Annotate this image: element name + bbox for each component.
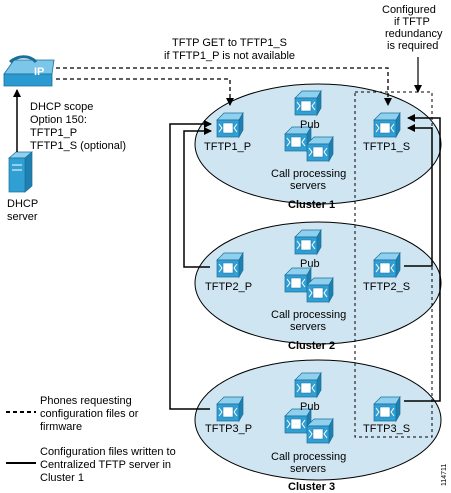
tftp3-p-link	[169, 120, 212, 410]
tftp-get-label-2: if TFTP1_P is not available	[164, 50, 295, 62]
cluster-2-cp-label-1: Call processing	[271, 309, 346, 321]
phone-to-tftp1-s-dashed-arrow	[56, 67, 392, 106]
cluster-2-pub-label: Pub	[300, 258, 320, 270]
cp2-server-b	[306, 277, 334, 303]
pub3-server	[294, 372, 322, 398]
cluster-1-name: Cluster 1	[288, 199, 335, 211]
tftp1-s-server	[373, 112, 401, 138]
tftp2-s-server	[373, 252, 401, 278]
tftp-get-label-1: TFTP GET to TFTP1_S	[172, 37, 287, 49]
cluster-2-primary-label: TFTP2_P	[205, 281, 252, 293]
cluster-3-primary-label: TFTP3_P	[205, 423, 252, 435]
dhcp-server-icon	[8, 151, 33, 193]
legend-dashed-label-2: configuration files or	[40, 408, 139, 420]
legend-solid-label-2: Centralized TFTP server in	[40, 459, 171, 471]
configured-label-1: Configured	[382, 4, 436, 16]
ip-phone-icon: IP	[3, 55, 55, 87]
cluster-3-cp-label-2: servers	[290, 463, 327, 475]
cluster-1-cp-label-2: servers	[290, 180, 327, 192]
dhcp-server-label-2: server	[7, 211, 38, 223]
phone-ip-label: IP	[34, 66, 44, 78]
tftp3-s-link	[404, 114, 441, 402]
cluster-2-secondary-label: TFTP2_S	[363, 281, 410, 293]
tftp2-p-server	[216, 252, 244, 278]
redundancy-box	[354, 91, 433, 438]
configured-label-2: if TFTP	[394, 16, 430, 28]
configured-label-3: redundancy	[385, 28, 443, 40]
phone-to-tftp1-p-dashed-arrow	[56, 78, 234, 106]
cluster-1-primary-label: TFTP1_P	[204, 141, 251, 153]
tftp1-p-server	[216, 112, 244, 138]
legend-solid-label-3: Cluster 1	[40, 472, 84, 484]
legend-dashed-label-3: firmware	[40, 421, 82, 433]
dhcp-scope-label-1: DHCP scope	[30, 101, 93, 113]
pub1-server	[294, 90, 322, 116]
cluster-1-pub-label: Pub	[300, 119, 320, 131]
figure-number: 114711	[441, 464, 448, 486]
cluster-3-pub-label: Pub	[300, 401, 320, 413]
cluster-1-secondary-label: TFTP1_S	[363, 141, 410, 153]
dhcp-scope-label-2: Option 150:	[30, 114, 87, 126]
dhcp-scope-label-4: TFTP1_S (optional)	[30, 140, 126, 152]
legend-dashed-label-1: Phones requesting	[40, 395, 132, 407]
tftp3-s-server	[373, 396, 401, 422]
legend-solid-label-1: Configuration files written to	[40, 446, 176, 458]
cluster-2-name: Cluster 2	[288, 340, 335, 352]
cp1-server-b	[306, 136, 334, 162]
dhcp-server-label-1: DHCP	[7, 198, 38, 210]
cluster-3-secondary-label: TFTP3_S	[363, 423, 410, 435]
tftp2-s-link	[404, 124, 433, 267]
pub2-server	[294, 229, 322, 255]
tftp3-p-server	[216, 396, 244, 422]
configured-label-4: is required	[387, 40, 438, 52]
cluster-2-cp-label-2: servers	[290, 321, 327, 333]
cluster-1-cp-label-1: Call processing	[271, 168, 346, 180]
dhcp-scope-label-3: TFTP1_P	[30, 127, 77, 139]
cp3-server-b	[306, 418, 334, 444]
cluster-3-name: Cluster 3	[288, 481, 335, 493]
tftp2-p-link	[183, 127, 212, 268]
cluster-3-cp-label-1: Call processing	[271, 451, 346, 463]
